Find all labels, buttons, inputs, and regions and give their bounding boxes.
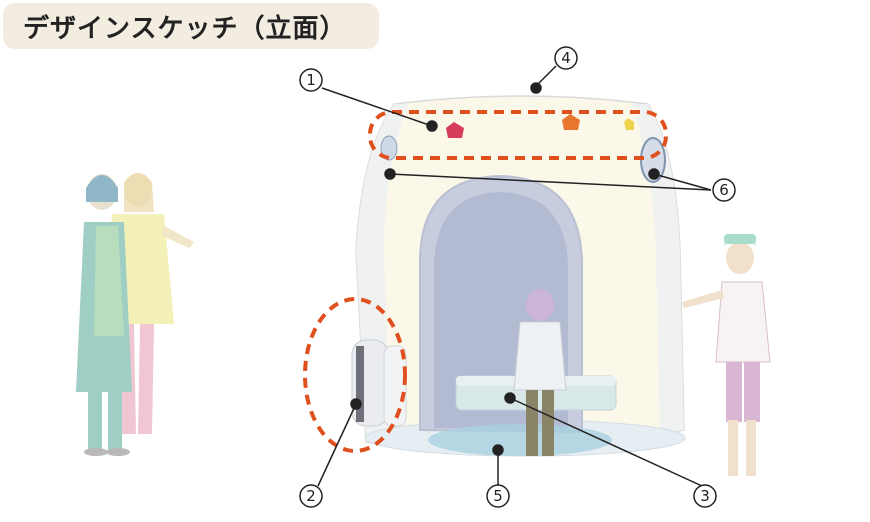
callout-3: 3 [693, 484, 717, 508]
callout-5: 5 [486, 484, 510, 508]
callout-2: 2 [299, 484, 323, 508]
callout-2-label: 2 [306, 487, 316, 505]
side-window-highlight [303, 297, 407, 453]
callout-4: 4 [554, 46, 578, 70]
people-left-figures [76, 173, 194, 456]
roof-lights-highlight [368, 110, 668, 160]
callout-1-label: 1 [306, 71, 316, 89]
callout-3-label: 3 [700, 487, 710, 505]
person-right-figure [682, 234, 771, 476]
callout-1: 1 [299, 68, 323, 92]
callout-6: 6 [712, 178, 736, 202]
child-figure [513, 289, 567, 456]
page-title: デザインスケッチ（立面） [3, 3, 379, 49]
callout-4-label: 4 [561, 49, 571, 67]
callout-5-label: 5 [493, 487, 503, 505]
leader-lines [317, 65, 712, 487]
callout-6-label: 6 [719, 181, 729, 199]
